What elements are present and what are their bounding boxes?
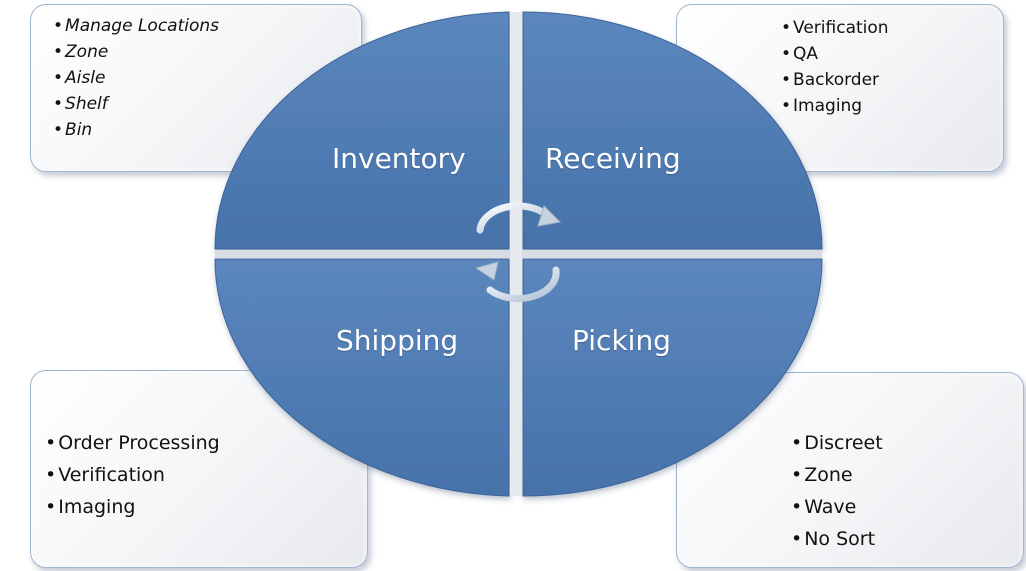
shipping-wedge — [214, 258, 510, 497]
picking-label: Picking — [572, 324, 671, 357]
picking-list: Discreet Zone Wave No Sort — [791, 427, 883, 555]
list-item: Shelf — [53, 91, 219, 117]
list-item: Imaging — [781, 93, 889, 119]
inventory-wedge — [214, 11, 510, 250]
inventory-list: Manage Locations Zone Aisle Shelf Bin — [53, 13, 219, 143]
shipping-callout: Order Processing Verification Imaging — [30, 370, 368, 568]
vertical-divider — [510, 12, 522, 496]
picking-wedge — [522, 258, 823, 497]
list-item: Manage Locations — [53, 13, 219, 39]
receiving-list: Verification QA Backorder Imaging — [781, 15, 889, 119]
list-item: Verification — [781, 15, 889, 41]
receiving-wedge — [522, 11, 823, 250]
list-item: Aisle — [53, 65, 219, 91]
list-item: Zone — [791, 459, 883, 491]
circular-arrows-icon — [474, 202, 562, 303]
receiving-label: Receiving — [545, 142, 681, 175]
list-item: Verification — [45, 459, 220, 491]
list-item: Discreet — [791, 427, 882, 459]
shipping-list: Order Processing Verification Imaging — [45, 427, 220, 523]
list-item: Bin — [53, 117, 219, 143]
list-item: Zone — [53, 39, 219, 65]
list-item: Order Processing — [45, 427, 220, 459]
list-item: No Sort — [791, 523, 883, 555]
list-item: Wave — [791, 491, 883, 523]
shipping-label: Shipping — [336, 324, 459, 357]
inventory-label: Inventory — [332, 142, 466, 175]
list-item: Imaging — [45, 491, 220, 523]
list-item: Backorder — [781, 67, 889, 93]
list-item: QA — [781, 41, 889, 67]
